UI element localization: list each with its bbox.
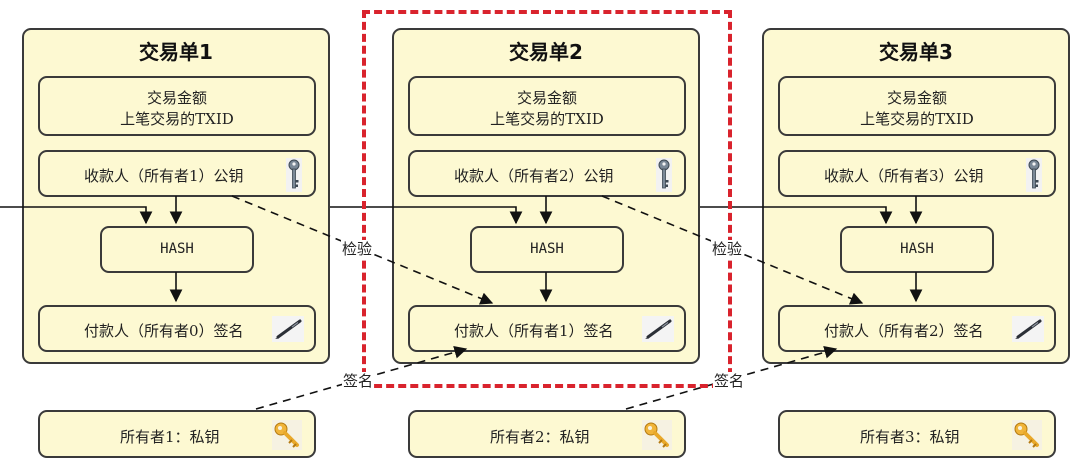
private-key-icon xyxy=(642,420,672,450)
owner-label: 所有者3：私钥 xyxy=(860,428,960,446)
payee-pubkey-box: 收款人（所有者2）公钥 xyxy=(408,150,686,197)
amount-box: 交易金额 上笔交易的TXID xyxy=(778,76,1056,136)
payee-pubkey-box: 收款人（所有者1）公钥 xyxy=(38,150,316,197)
amount-label: 交易金额 xyxy=(516,89,577,107)
private-key-icon xyxy=(1012,420,1042,450)
prev-tx-link-arrow xyxy=(0,206,153,225)
prev-txid-label: 上笔交易的TXID xyxy=(490,110,604,128)
hash-box: HASH xyxy=(470,226,624,273)
sign-arrow-1 xyxy=(255,346,468,410)
verify-annotation: 检验 xyxy=(711,240,744,258)
payee-label: 收款人（所有者1）公钥 xyxy=(84,167,244,185)
amount-label: 交易金额 xyxy=(886,89,947,107)
tx2-to-tx3-link-arrow xyxy=(700,206,893,225)
owner-privkey-box-2: 所有者2：私钥 xyxy=(408,410,686,458)
tx1-to-tx2-link-arrow xyxy=(330,206,523,225)
sign-annotation: 签名 xyxy=(342,372,375,390)
private-key-icon xyxy=(272,420,302,450)
owner-label: 所有者2：私钥 xyxy=(490,428,590,446)
transaction-title: 交易单2 xyxy=(509,40,583,64)
hash-box: HASH xyxy=(840,226,994,273)
payer-signature-box: 付款人（所有者0）签名 xyxy=(38,305,316,352)
pen-signature-icon xyxy=(642,316,674,342)
payer-signature-box: 付款人（所有者1）签名 xyxy=(408,305,686,352)
public-key-icon xyxy=(286,158,302,192)
owner-privkey-box-3: 所有者3：私钥 xyxy=(778,410,1056,458)
payer-label: 付款人（所有者0）签名 xyxy=(84,322,244,340)
public-key-icon xyxy=(1026,158,1042,192)
amount-label: 交易金额 xyxy=(146,89,207,107)
payee-pubkey-box: 收款人（所有者3）公钥 xyxy=(778,150,1056,197)
hash-label: HASH xyxy=(160,241,194,257)
public-key-icon xyxy=(656,158,672,192)
sign-annotation: 签名 xyxy=(713,372,746,390)
hash-box: HASH xyxy=(100,226,254,273)
owner-privkey-box-1: 所有者1：私钥 xyxy=(38,410,316,458)
pen-signature-icon xyxy=(1012,316,1044,342)
hash-label: HASH xyxy=(530,241,564,257)
prev-txid-label: 上笔交易的TXID xyxy=(860,110,974,128)
highlight-frame xyxy=(362,10,732,388)
pen-signature-icon xyxy=(272,316,304,342)
payer-label: 付款人（所有者2）签名 xyxy=(824,322,984,340)
amount-box: 交易金额 上笔交易的TXID xyxy=(38,76,316,136)
transaction-title: 交易单1 xyxy=(139,40,213,64)
sign-arrow-2 xyxy=(625,346,838,410)
owner-label: 所有者1：私钥 xyxy=(120,428,220,446)
payer-label: 付款人（所有者1）签名 xyxy=(454,322,614,340)
transaction-card-1: 交易单1 交易金额 上笔交易的TXID 收款人（所有者1）公钥 HASH 付款人… xyxy=(22,28,330,364)
payee-label: 收款人（所有者2）公钥 xyxy=(454,167,614,185)
hash-label: HASH xyxy=(900,241,934,257)
transaction-title: 交易单3 xyxy=(879,40,953,64)
verify-annotation: 检验 xyxy=(341,240,374,258)
payer-signature-box: 付款人（所有者2）签名 xyxy=(778,305,1056,352)
prev-txid-label: 上笔交易的TXID xyxy=(120,110,234,128)
payee-label: 收款人（所有者3）公钥 xyxy=(824,167,984,185)
amount-box: 交易金额 上笔交易的TXID xyxy=(408,76,686,136)
